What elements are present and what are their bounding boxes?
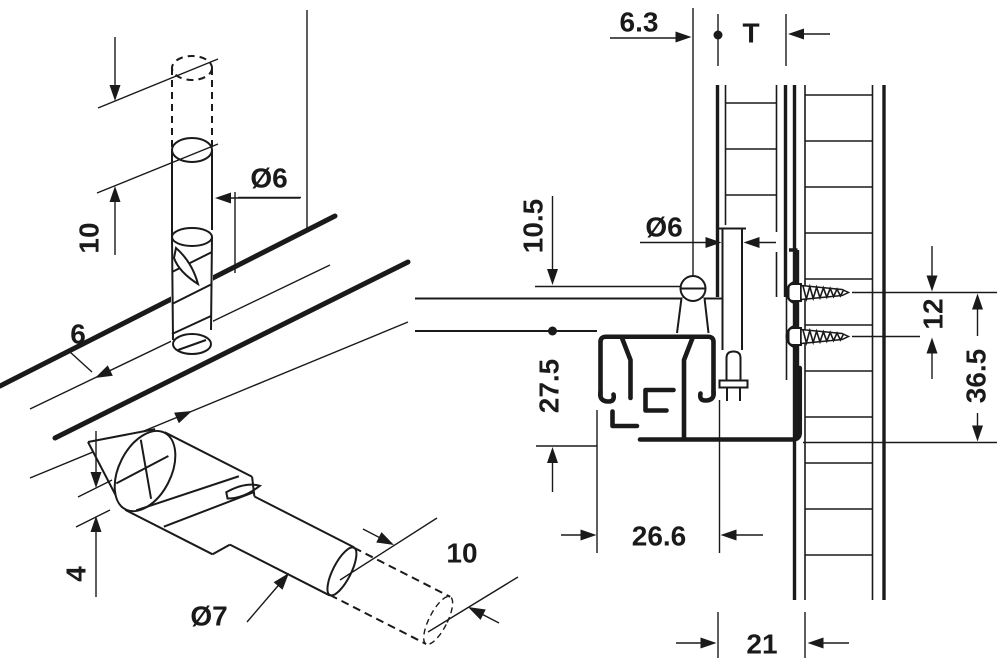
drawer-side-panel <box>715 85 788 297</box>
right-view-dimensions: 6.3 T 10.5 Ø6 27.5 26.6 12 <box>518 7 997 660</box>
dim-edge-drill-depth: 10 <box>446 538 477 569</box>
mounting-screw-upper <box>787 283 851 303</box>
dim-edge-drill-offset: 4 <box>61 566 92 582</box>
dim-profile-depth: 26.6 <box>632 521 687 552</box>
dim-panel-thickness: T <box>742 18 759 49</box>
hole-and-pin <box>718 227 749 401</box>
dowel <box>676 275 710 334</box>
reference-lines <box>415 285 722 336</box>
left-view-dimensions: 10 Ø6 6 4 Ø7 10 <box>61 10 519 633</box>
dim-profile-height: 27.5 <box>534 359 565 414</box>
dim-back-offset: 6.3 <box>620 7 659 38</box>
mounting-screw-lower <box>787 327 851 347</box>
dim-edge-drill-diameter: Ø7 <box>190 601 227 632</box>
dim-edge-offset: 6 <box>70 319 86 350</box>
dim-top-drill-depth: 10 <box>74 222 105 253</box>
dim-screw-spacing: 12 <box>918 298 949 329</box>
dim-overall-height: 36.5 <box>961 349 992 404</box>
dim-hole-diameter: Ø6 <box>645 212 682 243</box>
vertical-drill-bit <box>171 55 213 356</box>
slide-profile <box>598 334 803 442</box>
edge-drill-bit <box>87 428 454 646</box>
dim-bottom-clearance: 21 <box>746 629 777 660</box>
dim-top-drill-diameter: Ø6 <box>250 163 287 194</box>
dim-hole-center-height: 10.5 <box>518 199 549 254</box>
